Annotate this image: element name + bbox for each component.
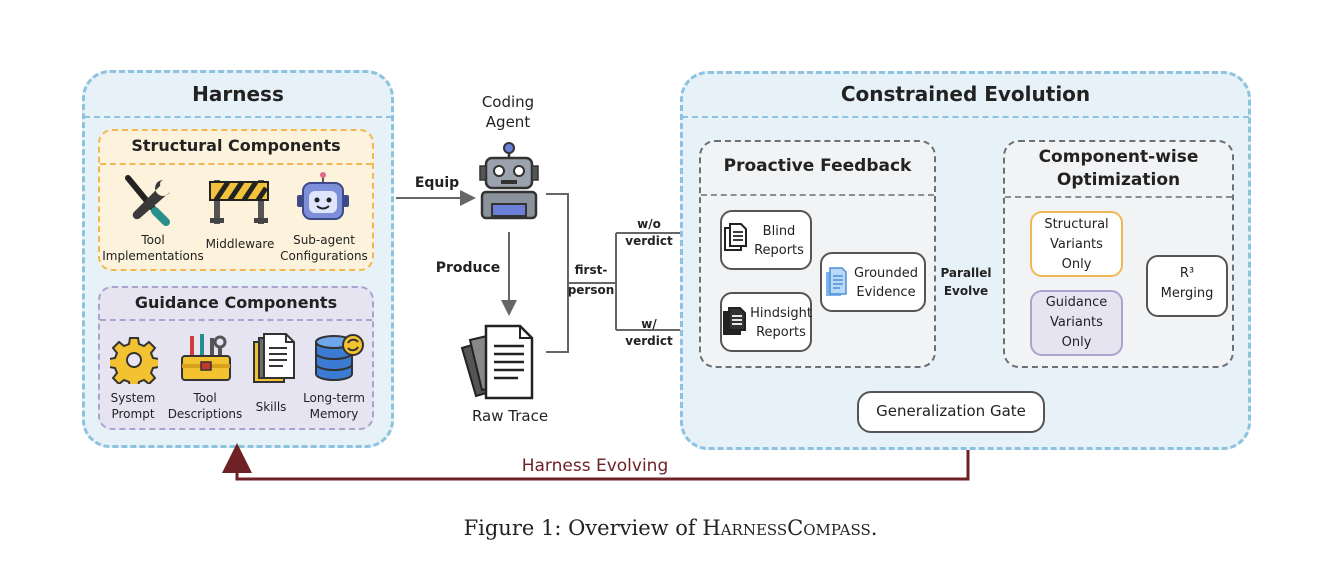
document-filled-icon	[723, 307, 746, 335]
harness-title-divider	[84, 116, 392, 118]
w-verdict-label: w/ verdict	[625, 317, 673, 348]
wrench-screwdriver-icon	[125, 175, 170, 226]
raw-trace-label: Raw Trace	[471, 407, 549, 425]
tool-descriptions-label: Tool Descriptions	[167, 391, 243, 421]
guidance-title-divider	[100, 319, 372, 321]
structural-variants-box	[1030, 211, 1123, 277]
caption-suffix: .	[870, 516, 878, 540]
evidence-document-icon	[826, 267, 847, 296]
middleware-label: Middleware	[205, 237, 275, 251]
guidance-title: Guidance Components	[134, 293, 338, 312]
caption-prefix: Figure 1: Overview of	[463, 516, 703, 540]
sub-agent-configurations-label: Sub-agent Configurations	[280, 233, 368, 263]
system-prompt-label: System Prompt	[110, 391, 156, 421]
evolution-title-divider	[682, 116, 1249, 118]
toolbox-icon	[181, 334, 231, 381]
r3-merging-box	[1146, 255, 1228, 317]
robot-icon	[297, 172, 349, 220]
equip-label: Equip	[414, 175, 460, 191]
caption-name: HarnessCompass	[702, 516, 871, 540]
constrained-evolution-title: Constrained Evolution	[840, 82, 1091, 106]
proactive-feedback-title: Proactive Feedback	[723, 156, 912, 176]
documents-icon	[253, 333, 295, 383]
harness-title: Harness	[192, 82, 284, 106]
coding-agent-robot-icon	[479, 142, 539, 220]
database-icon	[315, 334, 364, 381]
figure-caption: Figure 1: Overview of HarnessCompass.	[0, 516, 1341, 540]
structural-title-divider	[100, 163, 372, 165]
structural-title: Structural Components	[131, 136, 341, 155]
harness-evolving-label: Harness Evolving	[500, 456, 690, 476]
generalization-gate-label: Generalization Gate	[876, 402, 1026, 420]
gear-icon	[110, 337, 158, 384]
tool-implementations-label: Tool Implementations	[102, 233, 204, 263]
wo-verdict-label: w/o verdict	[625, 217, 673, 248]
proactive-title-divider	[701, 194, 934, 196]
skills-label: Skills	[255, 400, 287, 414]
r3-merging-label: R³ Merging	[1160, 266, 1214, 301]
guidance-variants-label: Guidance Variants Only	[1045, 295, 1108, 350]
generalization-gate-box	[857, 391, 1045, 433]
first-person-label: first- person	[567, 263, 615, 297]
component-wise-optimization-title: Component-wise Optimization	[1038, 147, 1199, 190]
raw-trace-documents-icon	[460, 324, 534, 400]
coding-agent-label: Coding Agent	[481, 93, 535, 131]
produce-label: Produce	[435, 260, 501, 276]
parallel-evolve-label: Parallel Evolve	[940, 266, 992, 298]
structural-variants-label: Structural Variants Only	[1044, 217, 1109, 272]
guidance-variants-box	[1030, 290, 1123, 356]
barrier-icon	[209, 180, 269, 224]
document-icon	[724, 223, 747, 251]
blind-reports-label: Blind Reports	[754, 224, 804, 258]
blind-reports-box	[720, 210, 812, 270]
hindsight-reports-label: Hindsight Reports	[750, 306, 812, 340]
grounded-evidence-label: Grounded Evidence	[853, 266, 919, 300]
componentwise-title-divider	[1005, 196, 1232, 198]
long-term-memory-label: Long-term Memory	[303, 391, 365, 421]
